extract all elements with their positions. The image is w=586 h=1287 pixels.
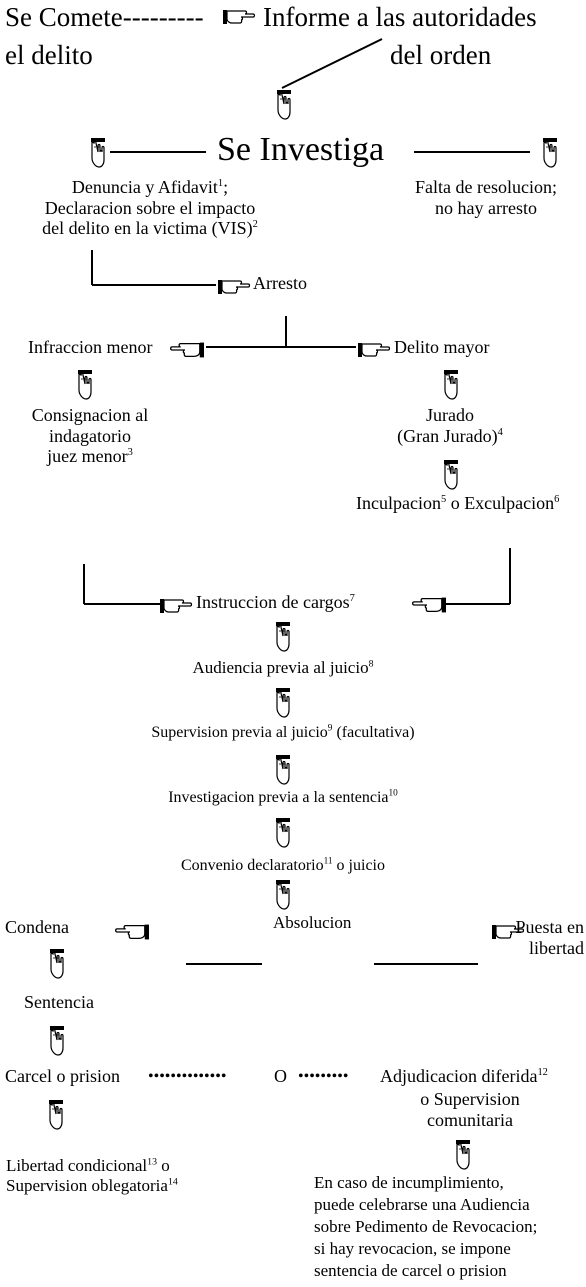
pointing-hand-down-icon	[276, 90, 292, 120]
consignacion-text: Consignacion al indagatorio juez menor3	[31, 405, 149, 467]
delito-mayor-label: Delito mayor	[394, 337, 490, 357]
pointing-hand-right-icon	[218, 279, 251, 295]
pointing-hand-right-icon	[160, 598, 193, 614]
pointing-hand-down-icon	[90, 138, 106, 168]
denuncia-afidavit-text: Denuncia y Afidavit1; Declaracion sobre …	[42, 177, 258, 239]
jurado-text: Jurado (Gran Jurado)4	[397, 405, 503, 446]
audiencia-previa-label: Audiencia previa al juicio8	[192, 658, 374, 677]
pointing-hand-left-icon	[170, 341, 204, 359]
dotted-connector: •••••••••	[298, 1068, 349, 1085]
falta-resolucion-text: Falta de resolucion;no hay arresto	[415, 177, 557, 218]
pointing-hand-down-icon	[49, 949, 65, 979]
pointing-hand-right-icon	[358, 342, 391, 358]
pointing-hand-down-icon	[77, 370, 93, 400]
pointing-hand-left-icon	[412, 596, 446, 614]
pointing-hand-left-icon	[115, 923, 149, 941]
pointing-hand-down-icon	[443, 370, 459, 400]
pointing-hand-down-icon	[49, 1026, 65, 1056]
el-delito-label: el delito	[5, 40, 93, 70]
pointing-hand-right-icon	[223, 9, 256, 25]
pointing-hand-down-icon	[48, 1100, 64, 1130]
sentencia-label: Sentencia	[24, 992, 94, 1012]
arresto-label: Arresto	[253, 273, 307, 293]
supervision-previa-label: Supervision previa al juicio9 (facultati…	[151, 723, 415, 741]
pointing-hand-down-icon	[455, 1140, 471, 1170]
infraccion-menor-label: Infraccion menor	[28, 337, 153, 357]
pointing-hand-down-icon	[542, 138, 558, 168]
pointing-hand-down-icon	[275, 622, 291, 652]
carcel-prision-label: Carcel o prision	[5, 1066, 120, 1086]
pointing-hand-down-icon	[443, 460, 459, 490]
adjudicacion-diferida-label: Adjudicacion diferida12	[380, 1066, 548, 1086]
pointing-hand-down-icon	[275, 818, 291, 848]
pointing-hand-down-icon	[275, 880, 291, 910]
incumplimiento-text: En caso de incumplimiento, puede celebra…	[314, 1173, 538, 1281]
investigacion-previa-label: Investigacion previa a la sentencia10	[168, 788, 398, 806]
se-comete-label: Se Comete---------	[5, 2, 204, 32]
o-separator: O	[274, 1066, 287, 1086]
del-orden-label: del orden	[390, 40, 492, 70]
condena-label: Condena	[5, 917, 69, 937]
pointing-hand-down-icon	[275, 755, 291, 785]
pointing-hand-down-icon	[275, 688, 291, 718]
instruccion-cargos-label: Instruccion de cargos7	[196, 592, 355, 612]
se-investiga-title: Se Investiga	[217, 131, 385, 168]
libertad-condicional-text: Libertad condicional13 o Supervision obl…	[6, 1156, 178, 1195]
informe-autoridades-label: Informe a las autoridades	[263, 2, 537, 32]
inculpacion-label: Inculpacion5 o Exculpacion6	[356, 493, 560, 513]
absolucion-label: Absolucion	[273, 913, 352, 932]
convenio-declaratorio-label: Convenio declaratorio11 o juicio	[181, 856, 385, 874]
dotted-connector: ••••••••••••••	[148, 1068, 227, 1085]
